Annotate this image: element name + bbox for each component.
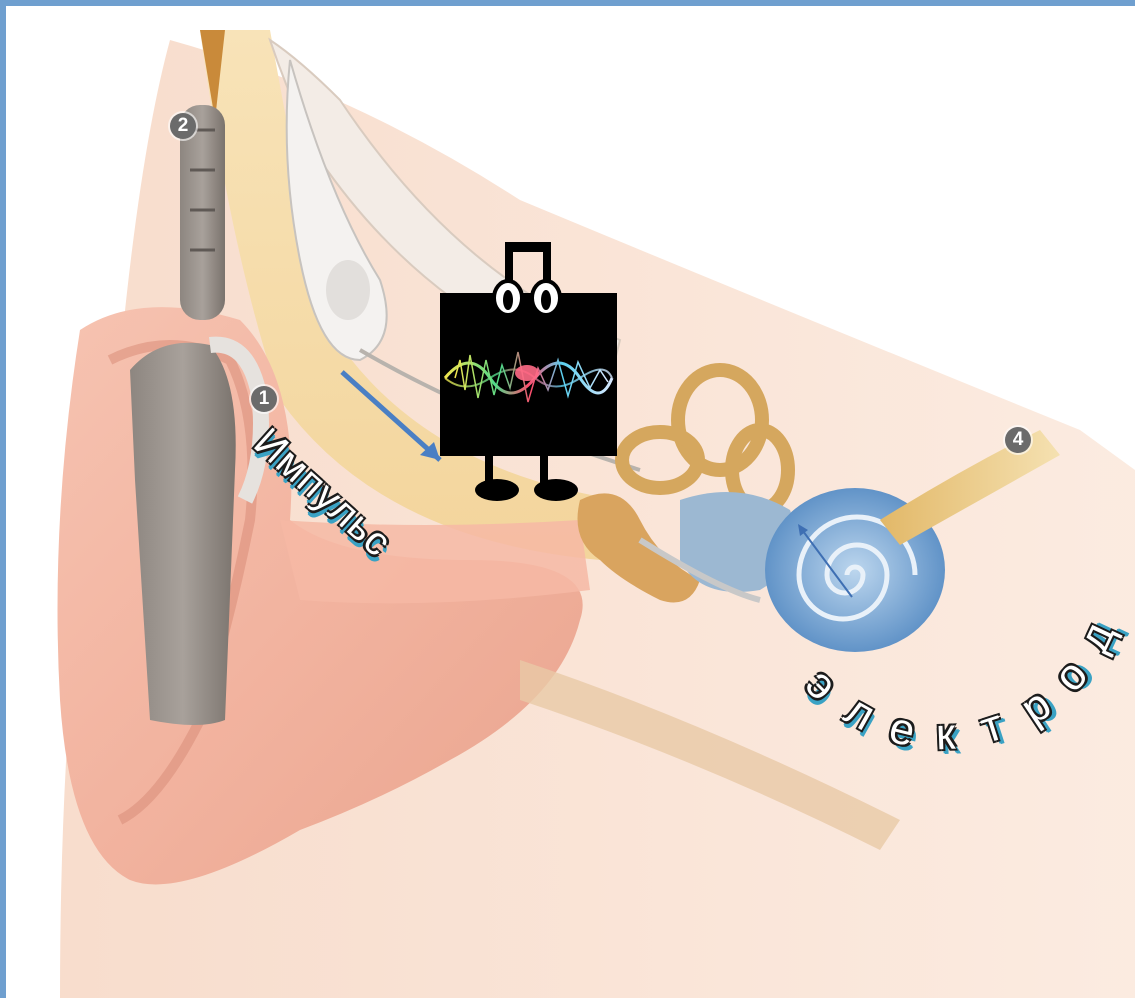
- ear-canal: [280, 520, 590, 603]
- electrode-label-char: к: [935, 710, 956, 761]
- badge-2: 2: [170, 113, 196, 139]
- badge-4: 4: [1005, 427, 1031, 453]
- receiver-magnet: [326, 260, 370, 320]
- badge-1: 1: [251, 386, 277, 412]
